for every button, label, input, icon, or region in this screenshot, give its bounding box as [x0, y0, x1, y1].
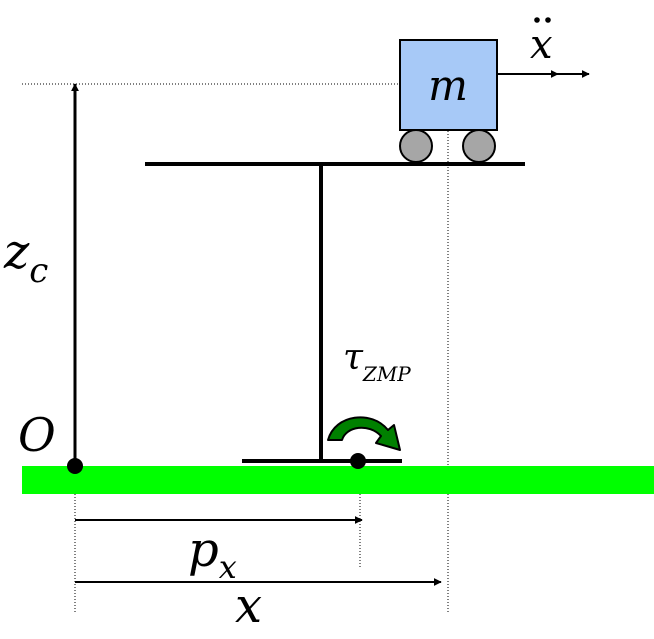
position-label: x	[235, 578, 262, 634]
acceleration-dot-right	[545, 17, 551, 23]
cart-wheel-left	[399, 129, 433, 163]
acceleration-dot-left	[534, 17, 540, 23]
cart-mass-block	[399, 39, 498, 131]
torque-arrow-icon	[327, 416, 401, 451]
zmp-distance-label: px	[188, 522, 237, 586]
origin-point	[67, 458, 83, 474]
acceleration-label: x	[530, 22, 553, 68]
zmp-point	[350, 453, 366, 469]
cart-wheel-right	[462, 129, 496, 163]
height-label: zc	[3, 224, 48, 291]
ground-floor	[22, 466, 654, 494]
mass-label: m	[428, 61, 468, 110]
torque-label: τZMP	[343, 337, 411, 386]
origin-label: O	[18, 408, 56, 462]
